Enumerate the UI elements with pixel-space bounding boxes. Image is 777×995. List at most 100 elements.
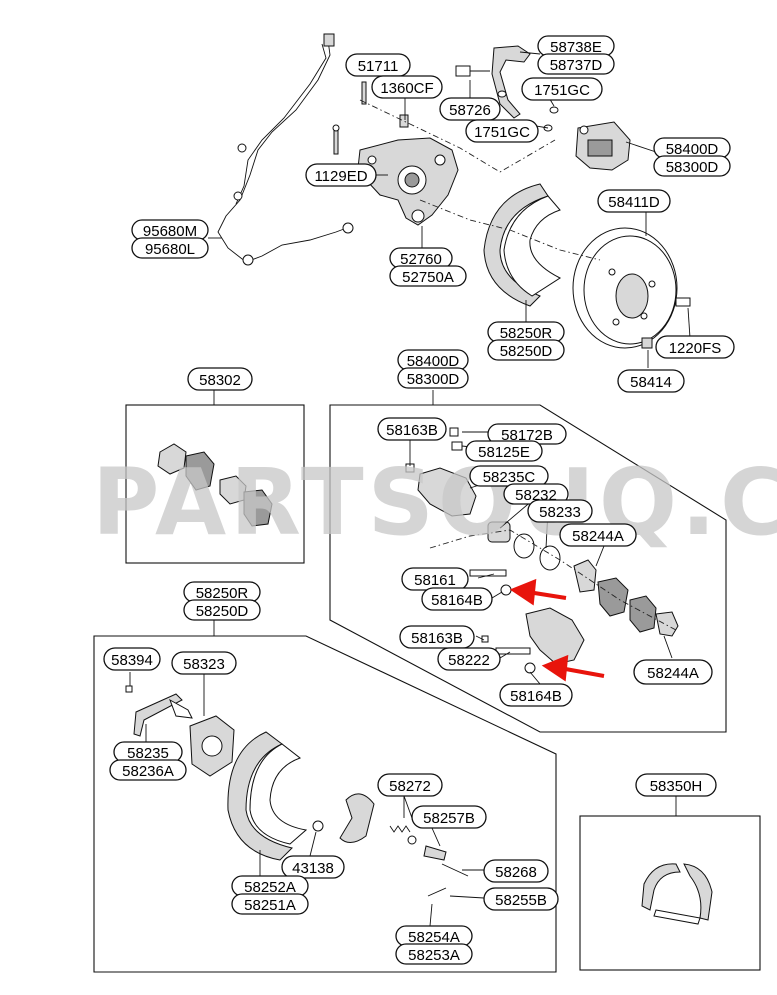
- svg-text:58251A: 58251A: [244, 897, 296, 914]
- callout-58235C[interactable]: 58235C: [469, 465, 549, 487]
- svg-text:58411D: 58411D: [608, 194, 660, 211]
- callout-58323[interactable]: 58323: [171, 651, 237, 675]
- callout-58250D-bottom[interactable]: 58250D: [183, 599, 261, 621]
- callout-58250R-top[interactable]: 58250R: [487, 321, 565, 343]
- callout-1220FS[interactable]: 1220FS: [655, 335, 735, 359]
- callout-58400D-mid[interactable]: 58400D: [397, 349, 469, 371]
- callout-1129ED[interactable]: 1129ED: [305, 163, 377, 187]
- callout-51711[interactable]: 51711: [345, 53, 411, 77]
- callout-43138[interactable]: 43138: [281, 855, 345, 879]
- callout-58251A[interactable]: 58251A: [231, 893, 309, 915]
- svg-text:58244A: 58244A: [647, 665, 699, 682]
- callout-58236A[interactable]: 58236A: [109, 759, 187, 781]
- callout-95680M[interactable]: 95680M: [131, 219, 209, 241]
- callout-58350H[interactable]: 58350H: [635, 773, 717, 797]
- svg-text:58250R: 58250R: [500, 325, 553, 342]
- callout-58300D-mid[interactable]: 58300D: [397, 367, 469, 389]
- svg-text:1360CF: 1360CF: [380, 80, 433, 97]
- parking-brake-kit-frame: [93, 635, 557, 973]
- svg-text:1129ED: 1129ED: [314, 168, 367, 185]
- callout-52760[interactable]: 52760: [389, 247, 453, 269]
- svg-text:58163B: 58163B: [386, 422, 438, 439]
- svg-text:58257B: 58257B: [423, 810, 475, 827]
- callout-58233[interactable]: 58233: [527, 499, 593, 523]
- callout-58411D[interactable]: 58411D: [597, 189, 671, 213]
- svg-text:58300D: 58300D: [666, 159, 719, 176]
- callout-58161[interactable]: 58161: [401, 567, 469, 591]
- callout-58222[interactable]: 58222: [437, 647, 501, 671]
- svg-text:58161: 58161: [414, 572, 456, 589]
- svg-text:51711: 51711: [358, 58, 399, 75]
- svg-text:58250D: 58250D: [500, 343, 553, 360]
- callout-58250D-top[interactable]: 58250D: [487, 339, 565, 361]
- wheel-speed-sensor-drawing: [217, 33, 354, 266]
- svg-text:58738E: 58738E: [550, 39, 602, 56]
- callout-58738E[interactable]: 58738E: [537, 35, 615, 57]
- svg-text:95680M: 95680M: [143, 223, 197, 240]
- callout-58400D-top[interactable]: 58400D: [653, 137, 731, 159]
- callout-58268[interactable]: 58268: [483, 859, 549, 883]
- callout-1360CF[interactable]: 1360CF: [371, 75, 443, 99]
- svg-text:58172B: 58172B: [501, 427, 553, 444]
- callout-58252A[interactable]: 58252A: [231, 875, 309, 897]
- callout-58257B[interactable]: 58257B: [411, 805, 487, 829]
- knuckle-drawing: [332, 81, 459, 226]
- callout-58163B-lower[interactable]: 58163B: [399, 625, 475, 649]
- callout-58253A[interactable]: 58253A: [395, 943, 473, 965]
- svg-text:52750A: 52750A: [402, 269, 454, 286]
- svg-text:58254A: 58254A: [408, 929, 460, 946]
- svg-text:58236A: 58236A: [122, 763, 174, 780]
- callout-95680L[interactable]: 95680L: [131, 237, 209, 259]
- svg-text:58400D: 58400D: [666, 141, 719, 158]
- callout-58244A-lower[interactable]: 58244A: [633, 659, 713, 685]
- watermark-text: PARTSOUQ.COM: [92, 449, 777, 556]
- callout-58726[interactable]: 58726: [439, 97, 501, 121]
- svg-text:58400D: 58400D: [407, 353, 460, 370]
- caliper-assembly-drawing: [575, 121, 631, 171]
- svg-text:58233: 58233: [539, 504, 581, 521]
- backing-plate-drawing: [483, 183, 562, 307]
- svg-text:58255B: 58255B: [495, 892, 547, 909]
- svg-text:95680L: 95680L: [145, 241, 195, 258]
- svg-text:58252A: 58252A: [244, 879, 296, 896]
- svg-text:58222: 58222: [448, 652, 490, 669]
- callout-1751GC-upper[interactable]: 1751GC: [521, 77, 603, 101]
- svg-text:58300D: 58300D: [407, 371, 460, 388]
- svg-text:1751GC: 1751GC: [534, 82, 590, 99]
- callout-58125E[interactable]: 58125E: [465, 440, 543, 462]
- callout-58394[interactable]: 58394: [103, 647, 161, 671]
- svg-text:58350H: 58350H: [650, 778, 703, 795]
- callout-58164B-upper[interactable]: 58164B: [421, 587, 493, 611]
- callout-52750A[interactable]: 52750A: [389, 265, 467, 287]
- svg-text:58250D: 58250D: [196, 603, 249, 620]
- svg-text:58235C: 58235C: [483, 469, 536, 486]
- callout-58414[interactable]: 58414: [617, 369, 685, 393]
- svg-text:58737D: 58737D: [550, 57, 603, 74]
- brake-pads-drawing: [157, 443, 273, 527]
- callout-58255B[interactable]: 58255B: [483, 887, 559, 911]
- svg-text:58164B: 58164B: [431, 592, 483, 609]
- callout-58164B-lower[interactable]: 58164B: [499, 683, 573, 707]
- svg-text:43138: 43138: [292, 860, 334, 877]
- svg-text:58268: 58268: [495, 864, 537, 881]
- svg-text:58164B: 58164B: [510, 688, 562, 705]
- caliper-kit-frame: [329, 404, 727, 733]
- callout-58254A[interactable]: 58254A: [395, 925, 473, 947]
- svg-text:58272: 58272: [389, 778, 431, 795]
- shoe-kit-frame: [579, 815, 761, 971]
- callout-58300D-top[interactable]: 58300D: [653, 155, 731, 177]
- callout-58163B-upper[interactable]: 58163B: [377, 417, 447, 441]
- callout-58244A-upper[interactable]: 58244A: [559, 523, 637, 547]
- pad-kit-frame: [125, 404, 305, 564]
- callout-58737D[interactable]: 58737D: [537, 53, 615, 75]
- callout-58272[interactable]: 58272: [377, 773, 443, 797]
- callout-58302[interactable]: 58302: [187, 367, 253, 391]
- svg-text:58250R: 58250R: [196, 585, 249, 602]
- svg-text:58244A: 58244A: [572, 528, 624, 545]
- parking-brake-parts-drawing: [125, 685, 469, 897]
- svg-text:58235: 58235: [127, 745, 169, 762]
- callout-58250R-bottom[interactable]: 58250R: [183, 581, 261, 603]
- callout-58235[interactable]: 58235: [113, 741, 183, 763]
- callout-1751GC-lower[interactable]: 1751GC: [465, 119, 539, 143]
